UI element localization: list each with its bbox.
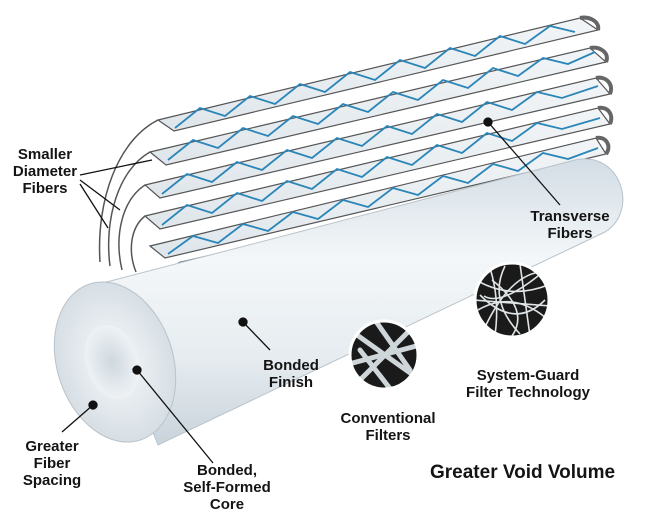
- leader-transverse: [487, 121, 561, 206]
- label-greater-fiber-spacing: Greater Fiber Spacing: [22, 438, 82, 489]
- leader-fiber-spacing: [61, 404, 94, 433]
- transverse-fiber-strand: [161, 85, 599, 195]
- system-guard-micrograph: [473, 261, 551, 339]
- label-system-guard: System-Guard Filter Technology: [466, 367, 590, 401]
- leader-lines: [61, 117, 561, 464]
- leader-dot: [238, 317, 248, 327]
- transverse-fiber-strand: [174, 25, 576, 129]
- media-layer-roll: [579, 15, 601, 31]
- label-bonded-finish: Bonded Finish: [263, 357, 319, 391]
- layer-curl: [118, 184, 146, 271]
- layer-curl: [130, 215, 146, 273]
- leader-smaller-fibers: [79, 183, 109, 229]
- media-layer-roll: [589, 45, 609, 63]
- leader-smaller-fibers: [79, 179, 121, 211]
- leader-core: [136, 369, 214, 464]
- media-layer-roll: [595, 135, 611, 156]
- leader-dot: [88, 400, 98, 410]
- transverse-fiber-strand: [161, 117, 601, 226]
- conventional-filter-micrograph: [348, 319, 420, 391]
- media-layer-roll: [597, 105, 614, 125]
- cartridge-body: [94, 158, 624, 446]
- layer-curl: [98, 119, 159, 263]
- leader-dot: [483, 117, 493, 127]
- media-layer-roll: [595, 75, 613, 95]
- cartridge-core-hole: [84, 324, 140, 400]
- layer-curl: [107, 151, 151, 267]
- label-bonded-core: Bonded, Self-Formed Core: [183, 462, 271, 513]
- transverse-fiber-strand: [167, 51, 596, 161]
- transverse-fiber-strand: [167, 147, 599, 255]
- label-transverse-fibers: Transverse Fibers: [530, 208, 610, 242]
- leader-dot: [132, 365, 142, 375]
- label-greater-void-volume: Greater Void Volume: [430, 462, 616, 483]
- leader-smaller-fibers: [79, 159, 153, 176]
- cartridge: [53, 158, 624, 446]
- label-conventional-filters: Conventional Filters: [340, 410, 436, 444]
- label-smaller-diameter-fibers: Smaller Diameter Fibers: [12, 146, 78, 197]
- leader-bonded-finish: [242, 321, 271, 351]
